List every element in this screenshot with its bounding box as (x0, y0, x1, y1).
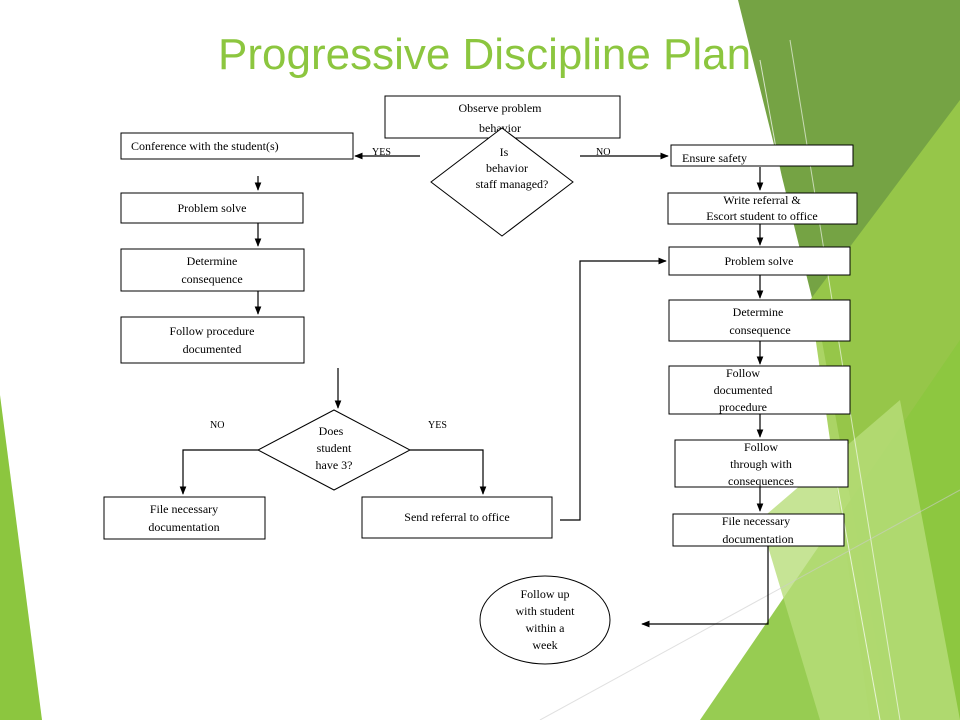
svg-text:Follow: Follow (744, 440, 778, 454)
svg-text:behavior: behavior (486, 161, 528, 175)
svg-text:Write referral &: Write referral & (723, 193, 801, 207)
page-title: Progressive Discipline Plan (218, 30, 751, 79)
svg-text:documented: documented (714, 383, 773, 397)
svg-text:documented: documented (183, 342, 242, 356)
svg-text:staff managed?: staff managed? (476, 177, 549, 191)
svg-text:Conference with the student(s): Conference with the student(s) (131, 139, 279, 153)
follow-procedure-left-box: Follow procedure documented (120, 316, 305, 364)
svg-text:documentation: documentation (148, 520, 219, 534)
svg-text:Determine: Determine (187, 254, 238, 268)
svg-text:Does: Does (319, 424, 344, 438)
edge-label-yes: YES (372, 147, 391, 158)
svg-text:Escort student to office: Escort student to office (706, 209, 817, 223)
svg-text:through with: through with (730, 457, 792, 471)
svg-text:Determine: Determine (733, 305, 784, 319)
svg-text:week: week (532, 638, 557, 652)
conference-box: Conference with the student(s) (120, 132, 354, 160)
connectors (179, 100, 769, 628)
svg-text:consequence: consequence (181, 272, 242, 286)
file-documentation-left-box: File necessary documentation (103, 496, 266, 540)
edge-label-no: NO (596, 147, 610, 158)
svg-text:with student: with student (516, 604, 576, 618)
svg-text:Observe problem: Observe problem (459, 101, 543, 115)
svg-text:within a: within a (526, 621, 566, 635)
file-documentation-right-box: File necessary documentation (672, 513, 845, 547)
svg-text:Send referral to office: Send referral to office (404, 510, 509, 524)
edge-label-no: NO (210, 420, 224, 431)
send-referral-box: Send referral to office (361, 496, 553, 539)
svg-text:Problem solve: Problem solve (178, 201, 247, 215)
determine-consequence-left-box: Determine consequence (120, 248, 305, 292)
svg-text:Follow: Follow (726, 366, 760, 380)
svg-text:student: student (317, 441, 352, 455)
problem-solve-right-box: Problem solve (668, 246, 851, 276)
svg-text:procedure: procedure (719, 400, 767, 414)
decision-staff-managed: Is behavior staff managed? (430, 127, 574, 237)
svg-text:File necessary: File necessary (722, 514, 790, 528)
svg-text:consequence: consequence (729, 323, 790, 337)
svg-text:Follow up: Follow up (520, 587, 569, 601)
follow-documented-procedure-box: Follow documented procedure (668, 365, 851, 415)
follow-up-ellipse: Follow up with student within a week (479, 575, 611, 665)
ensure-safety-box: Ensure safety (670, 144, 854, 167)
svg-text:documentation: documentation (722, 532, 793, 546)
svg-text:Ensure safety: Ensure safety (682, 151, 747, 165)
svg-text:consequences: consequences (728, 474, 794, 488)
problem-solve-left-box: Problem solve (120, 192, 304, 224)
svg-text:Is: Is (500, 145, 509, 159)
edge-label-yes: YES (428, 420, 447, 431)
write-referral-box: Write referral & Escort student to offic… (667, 192, 858, 225)
svg-text:Follow procedure: Follow procedure (170, 324, 255, 338)
svg-text:have 3?: have 3? (316, 458, 353, 472)
determine-consequence-right-box: Determine consequence (668, 299, 851, 342)
svg-text:File necessary: File necessary (150, 502, 218, 516)
follow-through-box: Follow through with consequences (674, 439, 849, 488)
svg-text:behavior: behavior (479, 121, 521, 135)
svg-text:Problem solve: Problem solve (725, 254, 794, 268)
decision-have-three: Does student have 3? (256, 409, 412, 491)
